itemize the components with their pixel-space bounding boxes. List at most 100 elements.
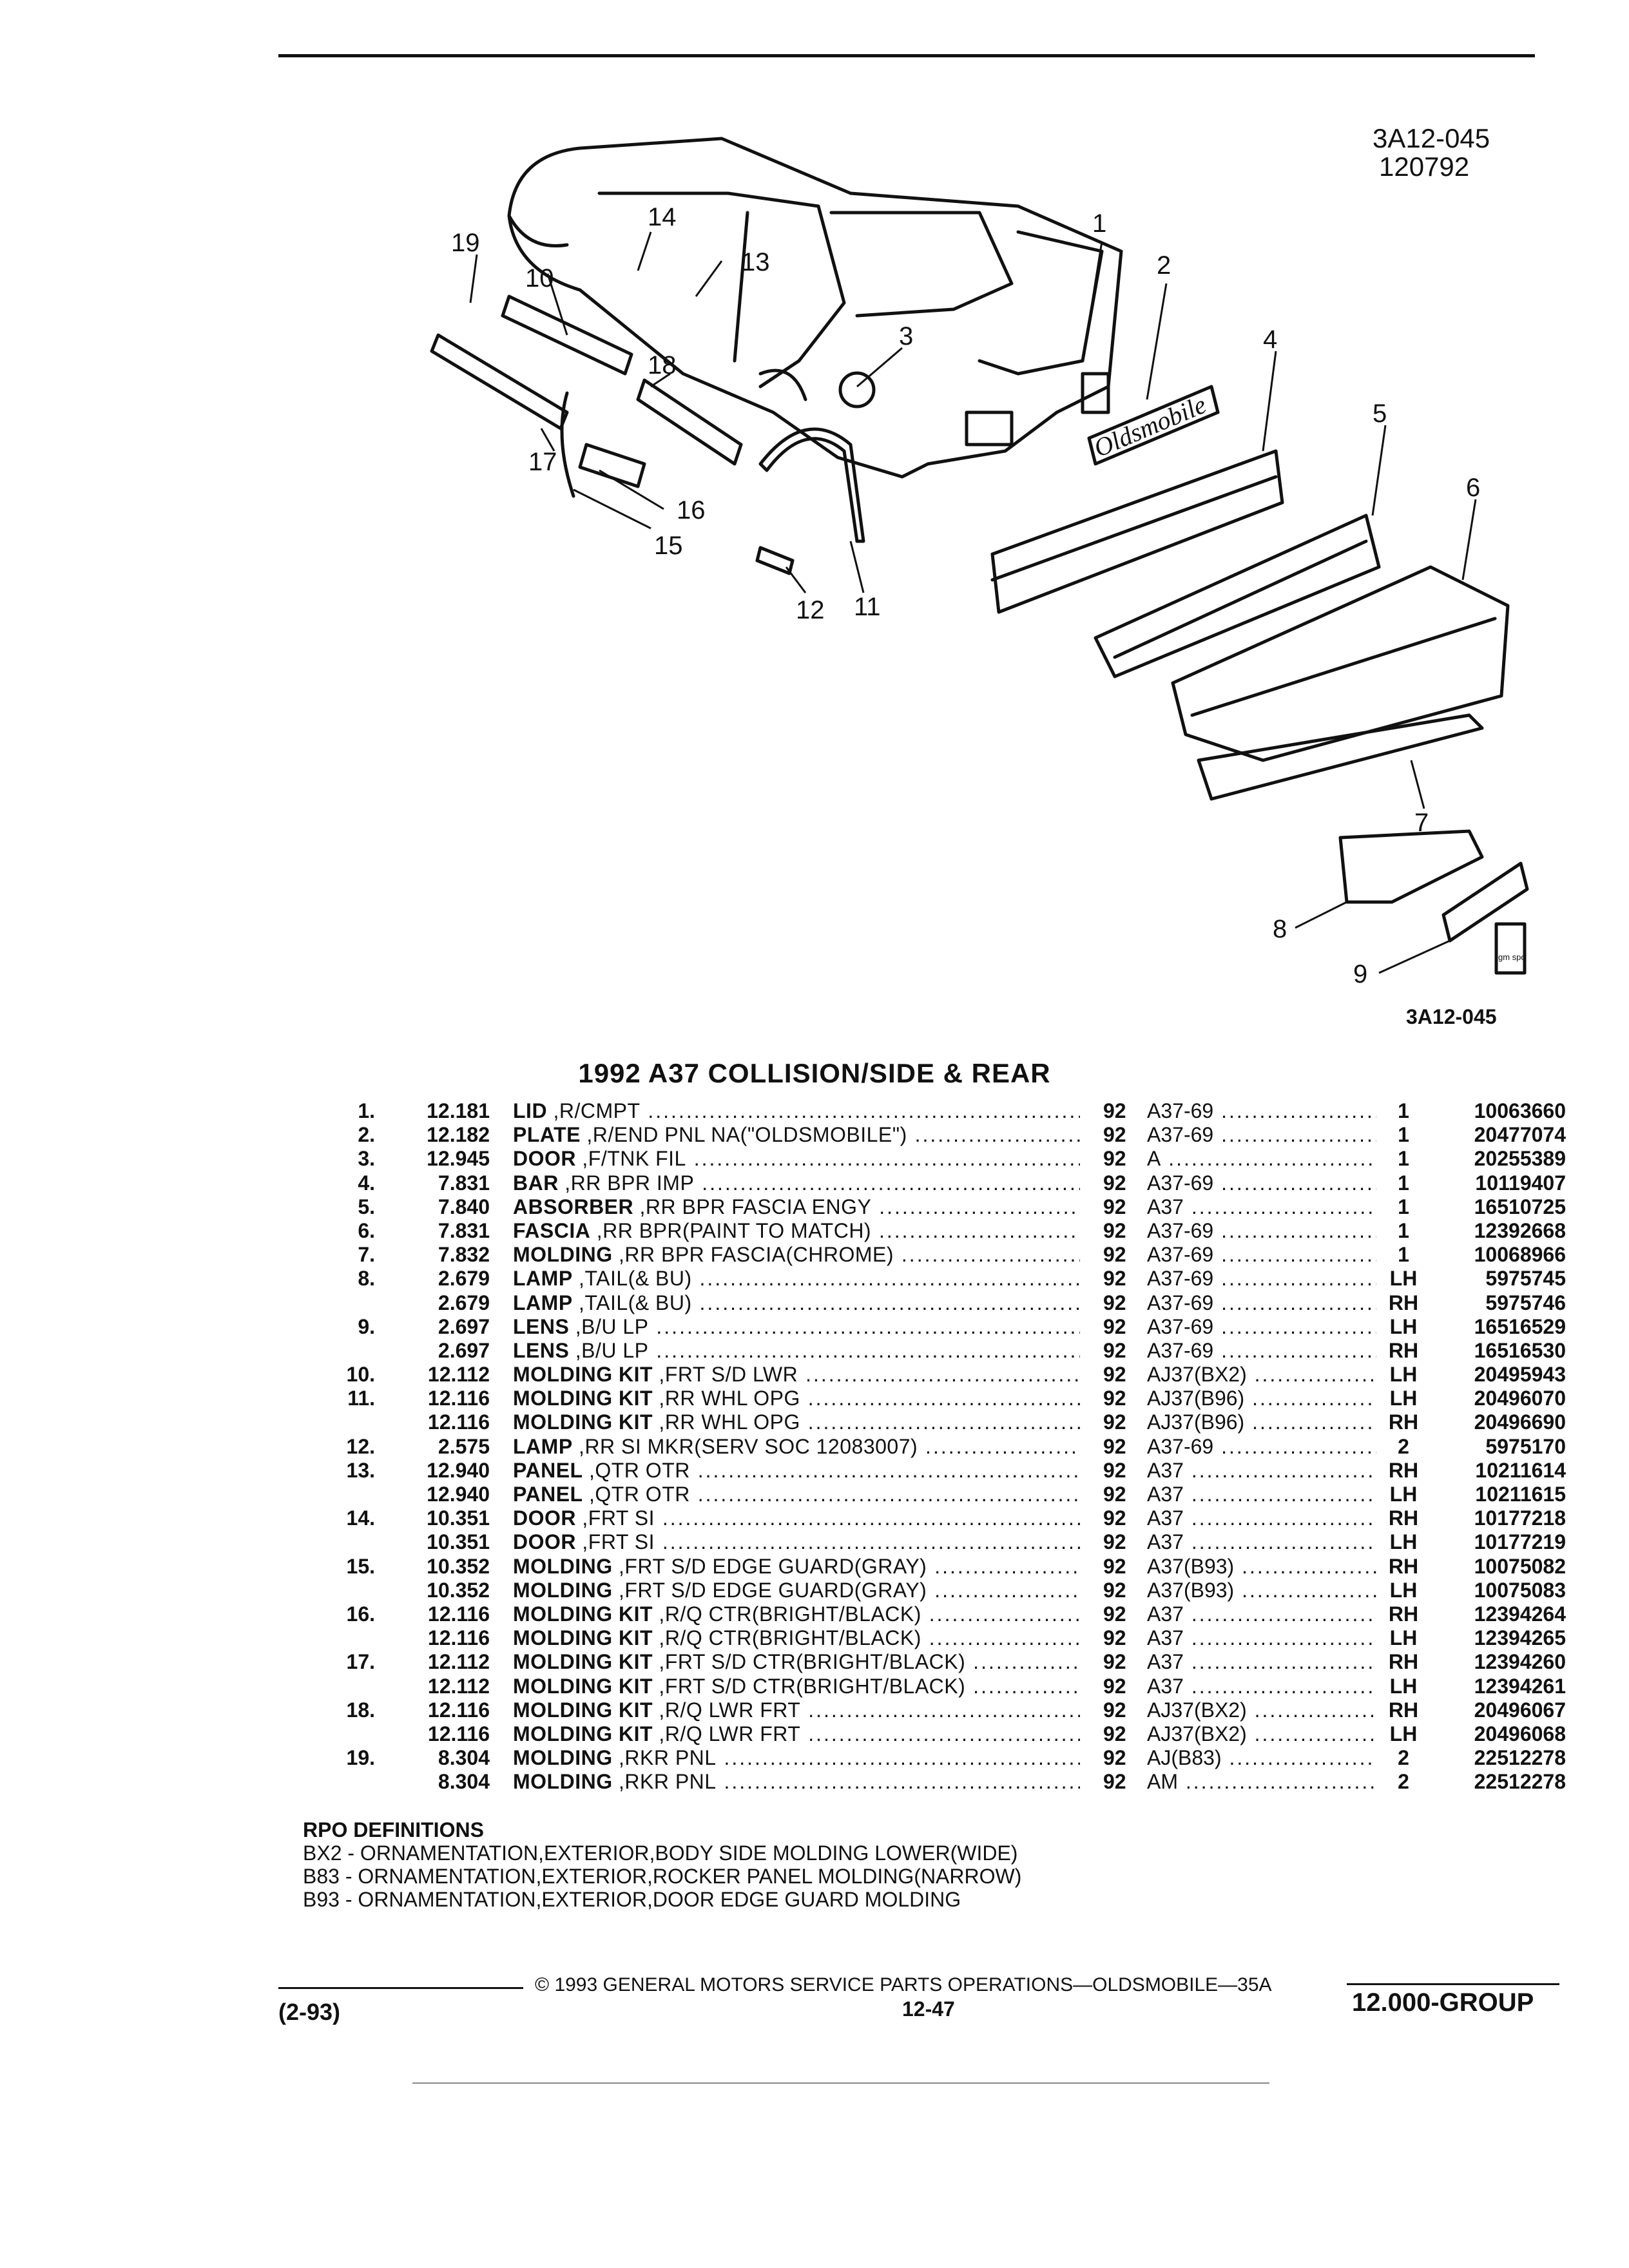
part-quantity: RH <box>1388 1602 1419 1626</box>
part-spec: ,FRT S/D CTR(BRIGHT/BLACK) <box>659 1650 966 1674</box>
part-year: 92 <box>1103 1171 1126 1195</box>
leader-dots: .............................. <box>1191 1602 1376 1626</box>
part-model-code: A37-69 <box>1147 1291 1214 1314</box>
callout-6: 6 <box>1466 474 1480 502</box>
part-year: 92 <box>1103 1147 1126 1171</box>
part-name: MOLDING <box>513 1554 613 1578</box>
part-model: AJ37(BX2) .............................. <box>1147 1722 1376 1746</box>
callout-8: 8 <box>1273 915 1287 943</box>
part-number: 12394265 <box>1474 1626 1566 1650</box>
part-model: A37(B93) .............................. <box>1147 1579 1376 1602</box>
leader-dots: ........................................… <box>914 1123 1080 1147</box>
part-ref-number: 6. <box>358 1218 375 1242</box>
footer-rule-right <box>1347 1983 1559 1985</box>
part-model: A37-69 .............................. <box>1147 1339 1376 1363</box>
leader-dots: .............................. <box>1221 1171 1376 1195</box>
rpo-definition: B83 - ORNAMENTATION,EXTERIOR,ROCKER PANE… <box>303 1865 1022 1888</box>
part-number: 5975745 <box>1485 1267 1566 1291</box>
rpo-definition: BX2 - ORNAMENTATION,EXTERIOR,BODY SIDE M… <box>303 1841 1018 1865</box>
part-number: 20496070 <box>1474 1387 1566 1410</box>
part-name: BAR <box>513 1171 559 1195</box>
leader-dots: .............................. <box>1221 1099 1376 1122</box>
part-quantity: 1 <box>1398 1123 1409 1147</box>
part-number: 12392668 <box>1474 1218 1566 1242</box>
callout-1: 1 <box>1092 209 1106 238</box>
part-model-code: A37-69 <box>1147 1314 1214 1338</box>
callout-10: 10 <box>525 264 554 293</box>
part-year: 92 <box>1103 1578 1126 1602</box>
part-year: 92 <box>1103 1243 1126 1267</box>
part-ref-number: 2. <box>358 1123 375 1147</box>
part-spec: ,FRT S/D LWR <box>659 1363 798 1387</box>
part-year: 92 <box>1103 1314 1126 1338</box>
part-group-number: 12.112 <box>427 1674 490 1698</box>
part-model-code: A37 <box>1147 1626 1184 1650</box>
part-description: LID ,R/CMPT ............................… <box>513 1099 1080 1123</box>
part-model: A37-69 .............................. <box>1147 1171 1376 1195</box>
part-year: 92 <box>1103 1530 1126 1554</box>
part-ref-number: 8. <box>358 1267 375 1291</box>
part-name: MOLDING KIT <box>513 1722 653 1745</box>
callout-9: 9 <box>1353 960 1367 988</box>
part-number: 12394264 <box>1474 1602 1566 1626</box>
part-group-number: 12.116 <box>427 1722 490 1745</box>
leader-dots: ........................................… <box>973 1650 1080 1674</box>
part-model-code: A37 <box>1147 1483 1184 1506</box>
callout-19: 19 <box>451 229 480 257</box>
part-description: MOLDING KIT ,R/Q CTR(BRIGHT/BLACK) .....… <box>513 1602 1080 1626</box>
callout-2: 2 <box>1157 251 1171 280</box>
leader-dots: .............................. <box>1191 1650 1376 1674</box>
part-spec: ,RR BPR IMP <box>564 1171 695 1195</box>
callout-18: 18 <box>648 351 677 380</box>
part-number: 10075082 <box>1474 1554 1566 1578</box>
part-model: A37-69 .............................. <box>1147 1315 1376 1339</box>
part-ref-number: 16. <box>346 1602 375 1626</box>
bottom-rule <box>412 2082 1269 2084</box>
part-ref-number: 3. <box>358 1147 375 1171</box>
leader-dots: ........................................… <box>693 1147 1080 1171</box>
part-model-code: AJ37(BX2) <box>1147 1698 1247 1722</box>
part-description: DOOR ,FRT SI ...........................… <box>513 1530 1080 1554</box>
part-group-number: 12.112 <box>427 1363 490 1387</box>
part-spec: ,R/Q LWR FRT <box>659 1722 801 1745</box>
part-name: MOLDING KIT <box>513 1674 653 1698</box>
leader-dots: ........................................… <box>805 1363 1080 1387</box>
part-model-code: A37-69 <box>1147 1243 1214 1267</box>
callout-12: 12 <box>796 596 825 624</box>
part-model-code: A37 <box>1147 1506 1184 1530</box>
callout-4: 4 <box>1263 325 1277 354</box>
leader-dots: ........................................… <box>929 1626 1080 1650</box>
part-spec: ,RR WHL OPG <box>659 1387 800 1410</box>
part-ref-number: 18. <box>346 1698 375 1722</box>
part-number: 20496068 <box>1474 1722 1566 1745</box>
part-quantity: RH <box>1388 1650 1419 1674</box>
part-model: A .............................. <box>1147 1147 1376 1171</box>
part-description: PANEL ,QTR OTR .........................… <box>513 1483 1080 1506</box>
leader-dots: ........................................… <box>973 1674 1080 1698</box>
part-group-number: 10.351 <box>427 1530 490 1554</box>
part-quantity: RH <box>1388 1554 1419 1578</box>
leader-dots: ........................................… <box>724 1746 1080 1770</box>
part-description: MOLDING KIT ,R/Q LWR FRT ...............… <box>513 1722 1080 1746</box>
part-ref-number: 17. <box>346 1650 375 1674</box>
part-group-number: 2.697 <box>438 1338 490 1362</box>
leader-dots: .............................. <box>1254 1698 1376 1722</box>
part-model: A37-69 .............................. <box>1147 1243 1376 1267</box>
part-model: AJ37(B96) .............................. <box>1147 1410 1376 1434</box>
part-name: DOOR <box>513 1530 576 1554</box>
part-name: MOLDING KIT <box>513 1602 653 1626</box>
part-spec: ,B/U LP <box>575 1338 649 1362</box>
part-model: AJ37(B96) .............................. <box>1147 1387 1376 1410</box>
part-model-code: A37-69 <box>1147 1218 1214 1242</box>
leader-dots: .............................. <box>1229 1746 1376 1770</box>
part-ref-number: 10. <box>346 1363 375 1387</box>
part-quantity: RH <box>1388 1506 1419 1530</box>
part-ref-number: 7. <box>358 1243 375 1267</box>
part-spec: ,R/Q CTR(BRIGHT/BLACK) <box>659 1626 921 1650</box>
